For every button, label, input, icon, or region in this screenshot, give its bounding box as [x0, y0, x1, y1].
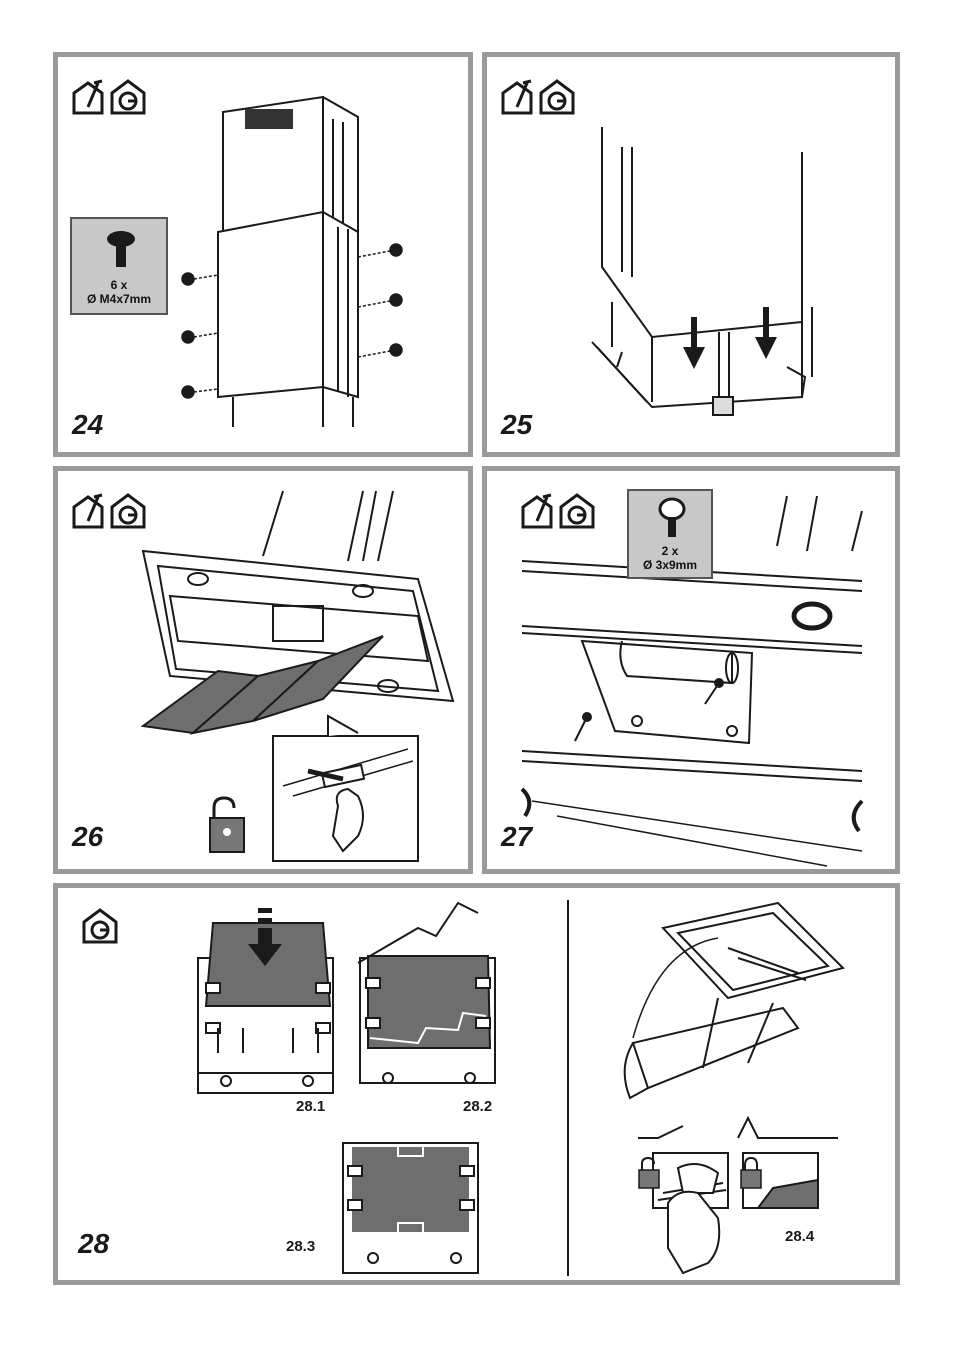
sub-step-label-28-2: 28.2: [463, 1098, 492, 1115]
step-26-illustration: [58, 471, 478, 879]
charcoal-filter-28-4: [625, 903, 843, 1273]
ducted-mode-icon: [74, 495, 102, 527]
recirculation-mode-icon: [541, 81, 573, 113]
ducted-mode-icon: [503, 81, 531, 113]
screw-quantity-24: 6 x: [72, 278, 166, 292]
recirculation-mode-icon: [561, 495, 593, 527]
sub-step-label-28-3: 28.3: [286, 1238, 315, 1255]
step-28-illustration: [58, 888, 905, 1290]
sub-step-label-28-1: 28.1: [296, 1098, 325, 1115]
screw-size-24: Ø M4x7mm: [72, 292, 166, 306]
recirculation-mode-icon: [84, 910, 116, 942]
panel-step-27: 2 x Ø 3x9mm 27: [482, 466, 900, 874]
step-25-illustration: [487, 57, 905, 462]
screw-spec-label-24: 6 x Ø M4x7mm: [70, 217, 168, 315]
panel-step-25: 25: [482, 52, 900, 457]
screw-spec-label-27: 2 x Ø 3x9mm: [627, 489, 713, 579]
chimney-illustration: [218, 97, 358, 427]
screw-quantity-27: 2 x: [629, 544, 711, 558]
filter-detail-inset: [273, 716, 418, 861]
step-number-24: 24: [72, 409, 103, 441]
panel-step-28: 28.1 28.2 28.3 28.4 28: [53, 883, 900, 1285]
step-number-26: 26: [72, 821, 103, 853]
sub-step-label-28-4: 28.4: [785, 1228, 814, 1245]
screw-icon: [629, 495, 715, 541]
unlock-padlock-icon: [210, 798, 244, 852]
ducted-mode-icon: [523, 495, 551, 527]
step-number-28: 28: [78, 1228, 109, 1260]
panel-step-26: 26: [53, 466, 473, 874]
screws-group: [575, 679, 723, 741]
recirculation-mode-icon: [112, 81, 144, 113]
step-number-25: 25: [501, 409, 532, 441]
ducted-mode-icon: [74, 81, 102, 113]
step-number-27: 27: [501, 821, 532, 853]
screw-icon: [72, 225, 170, 275]
panel-step-24: 6 x Ø M4x7mm 24: [53, 52, 473, 457]
recirculation-mode-icon: [112, 495, 144, 527]
charcoal-filter-28-2: [358, 903, 495, 1083]
chimney-lowering-illustration: [592, 127, 812, 415]
charcoal-filter-28-3: [343, 1143, 478, 1273]
screw-size-27: Ø 3x9mm: [629, 558, 711, 572]
